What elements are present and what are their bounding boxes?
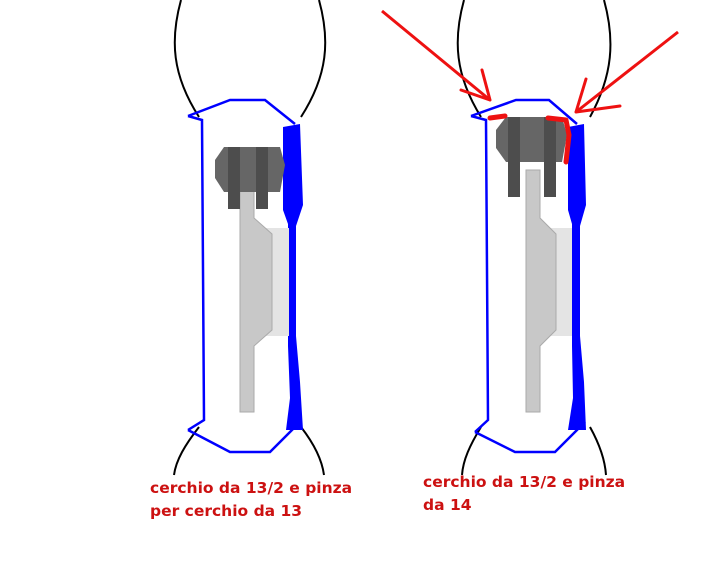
caption-right: cerchio da 13/2 e pinza da 14	[423, 471, 625, 517]
interference-mark	[545, 115, 572, 165]
rim-top-edge	[470, 98, 578, 125]
brake-pad	[544, 117, 556, 197]
rim-flange-right	[568, 124, 586, 430]
tyre-outline	[173, 0, 327, 476]
rim-flange-right	[283, 124, 303, 430]
caption-right-line1: cerchio da 13/2 e pinza	[423, 473, 626, 491]
brake-pad	[228, 147, 240, 209]
rim-wall-left	[187, 114, 206, 432]
disc-spoke	[525, 169, 557, 413]
caption-right-line2: da 14	[423, 496, 472, 514]
right-assembly	[381, 0, 679, 476]
rim-wall-left	[470, 114, 490, 433]
caliper-body	[496, 117, 567, 162]
interference-mark	[487, 113, 508, 121]
rim-bottom-edge	[187, 421, 301, 454]
red-arrow	[381, 9, 492, 102]
caption-left-line1: cerchio da 13/2 e pinza	[150, 479, 353, 497]
red-arrow	[574, 30, 679, 114]
rim-bottom-edge	[474, 421, 586, 454]
brake-pad	[508, 117, 520, 197]
rim-top-edge	[187, 98, 296, 125]
tyre-outline	[456, 0, 612, 476]
left-assembly	[173, 0, 327, 476]
caption-left-line2: per cerchio da 13	[150, 502, 303, 520]
brake-pad	[256, 147, 268, 209]
caliper-body	[215, 147, 285, 192]
caption-left: cerchio da 13/2 e pinza per cerchio da 1…	[150, 477, 352, 523]
